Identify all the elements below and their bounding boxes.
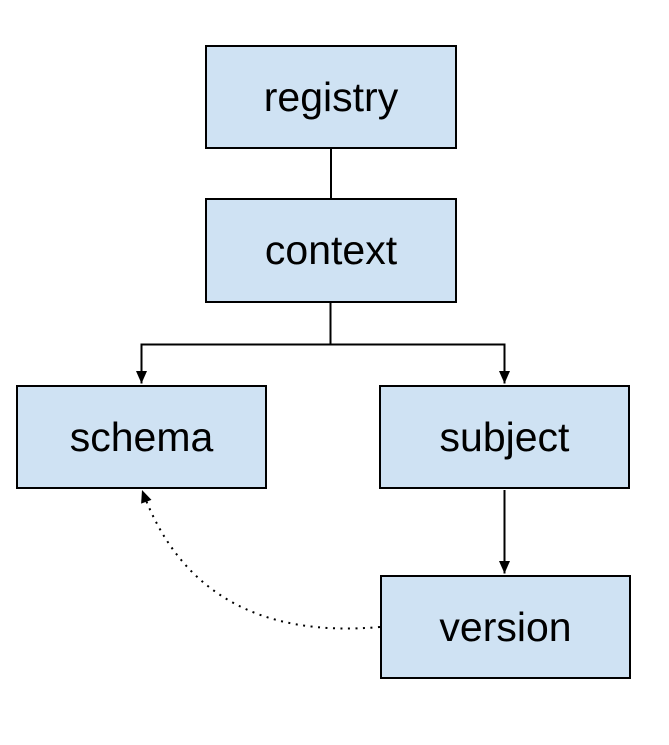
node-subject-label: subject [439,413,570,460]
node-schema: schema [16,385,267,489]
node-version: version [380,575,631,679]
edge-version-schema-dotted [141,489,381,630]
node-registry-label: registry [263,73,399,120]
node-context-label: context [264,227,398,273]
node-schema-label: schema [69,413,214,460]
node-subject: subject [379,385,630,489]
node-version-label: version [439,603,572,650]
edge-context-branch [141,303,505,346]
node-registry: registry [205,45,457,149]
node-context: context [205,198,457,303]
